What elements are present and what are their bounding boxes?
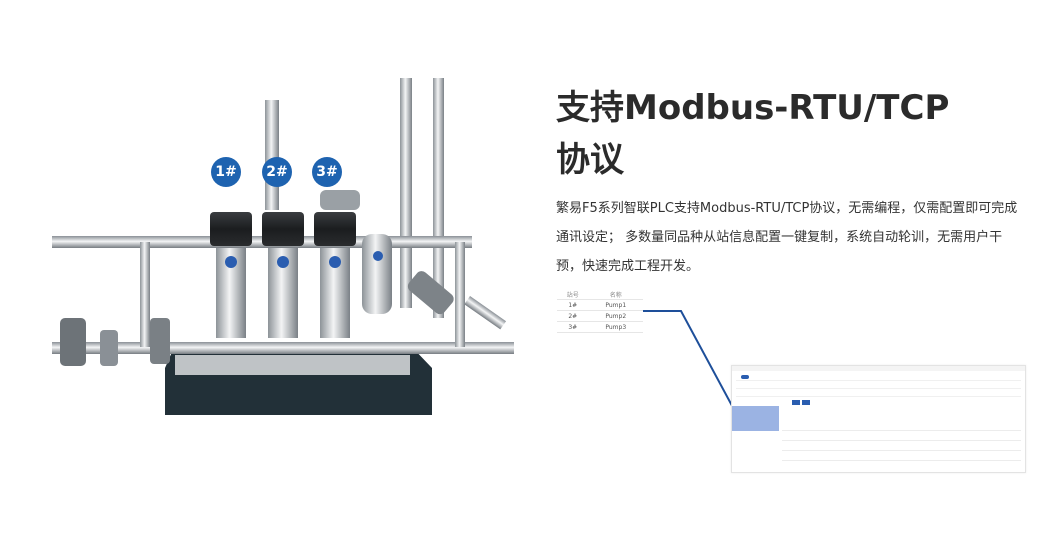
station-mapping-table: 站号 名称 1# Pump1 2# Pump2 3# Pump3	[557, 289, 643, 333]
table-row	[782, 441, 1021, 451]
table-header-cell: 站号	[557, 289, 589, 300]
table-row: 3# Pump3	[557, 321, 643, 333]
pump-2	[262, 212, 304, 338]
table-cell: 1#	[557, 299, 589, 311]
screenshot-row	[736, 382, 1021, 389]
header-riser-right	[455, 242, 465, 347]
screenshot-button	[802, 400, 810, 405]
screenshot-data-grid	[782, 421, 1021, 461]
feature-title-line2: 协议	[556, 140, 624, 180]
screenshot-titlebar	[732, 366, 1025, 371]
pump-badge-1: 1#	[211, 157, 241, 187]
table-row	[782, 421, 1021, 431]
flange-left-1	[60, 318, 86, 366]
header-riser-left	[140, 242, 150, 347]
table-cell: 2#	[557, 310, 589, 322]
pump-3	[314, 212, 356, 338]
table-cell: Pump1	[588, 299, 643, 311]
screenshot-station-list	[732, 406, 779, 431]
table-row	[782, 451, 1021, 461]
diagonal-pipe	[464, 296, 507, 330]
screenshot-button	[792, 400, 800, 405]
table-header-cell: 名称	[588, 289, 643, 300]
pump-badge-3: 3#	[312, 157, 342, 187]
pump-badge-2: 2#	[262, 157, 292, 187]
table-header-row: 站号 名称	[557, 289, 643, 300]
screenshot-row	[736, 374, 1021, 381]
vertical-pipe-right-2	[433, 78, 444, 318]
top-valve	[320, 190, 360, 210]
feature-description: 繁易F5系列智联PLC支持Modbus-RTU/TCP协议，无需编程，仅需配置即…	[556, 201, 1018, 274]
flange-left-2	[100, 330, 118, 366]
vertical-pipe-right-1	[400, 78, 412, 308]
table-cell: Pump2	[588, 310, 643, 322]
table-cell: Pump3	[588, 321, 643, 333]
feature-title: 支持Modbus-RTU/TCP 协议	[556, 82, 1036, 186]
config-software-screenshot	[731, 365, 1026, 473]
toggle-icon	[741, 375, 749, 379]
table-cell: 3#	[557, 321, 589, 333]
pump-skid-illustration	[52, 78, 514, 415]
pump-1	[210, 212, 252, 338]
table-row	[782, 431, 1021, 441]
bellows-connector	[407, 271, 454, 315]
pressure-tank	[362, 234, 392, 314]
screenshot-row	[736, 390, 1021, 397]
flange-left-3	[150, 318, 170, 364]
pressure-gauge-icon	[373, 251, 383, 261]
table-row: 2# Pump2	[557, 310, 643, 322]
table-row: 1# Pump1	[557, 299, 643, 311]
feature-title-line1: 支持Modbus-RTU/TCP	[556, 88, 950, 128]
skid-frame	[175, 355, 410, 375]
